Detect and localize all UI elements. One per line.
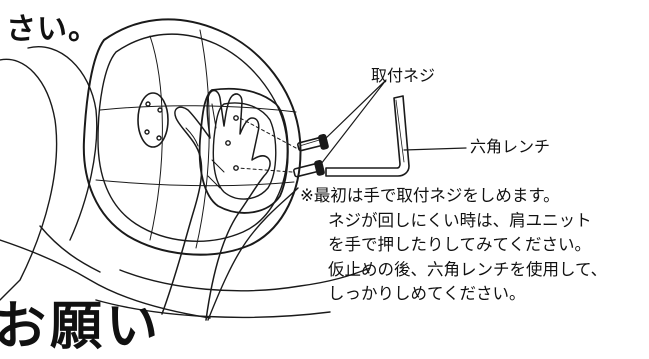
mount-plate: [137, 92, 169, 148]
note-line-2: ネジが回しにくい時は、肩ユニット: [328, 210, 592, 230]
heading-fragment-bottom: お願い: [0, 297, 163, 357]
note-line-1: ※最初は手で取付ネジをしめます。: [300, 186, 560, 205]
instruction-note: ※最初は手で取付ネジをしめます。 ネジが回しにくい時は、肩ユニット を手で押した…: [300, 184, 607, 307]
note-line-4: 仮止めの後、六角レンチを使用して、: [328, 259, 608, 279]
bracket-face: [198, 87, 289, 214]
installation-illustration: [0, 18, 467, 321]
chair-backrest: [0, 58, 58, 301]
label-mounting-screw: 取付ネジ: [371, 66, 436, 85]
hex-wrench: [325, 95, 410, 177]
chair-side: [27, 46, 98, 241]
note-line-3: を手で押したりしてみてください。: [328, 235, 592, 254]
shoulder-unit-housing: [82, 18, 302, 256]
mounting-screws: [293, 133, 329, 178]
heading-fragment-top: さい。: [6, 12, 99, 47]
note-line-5: しっかりしめてください。: [328, 284, 526, 303]
label-hex-wrench: 六角レンチ: [470, 137, 551, 156]
